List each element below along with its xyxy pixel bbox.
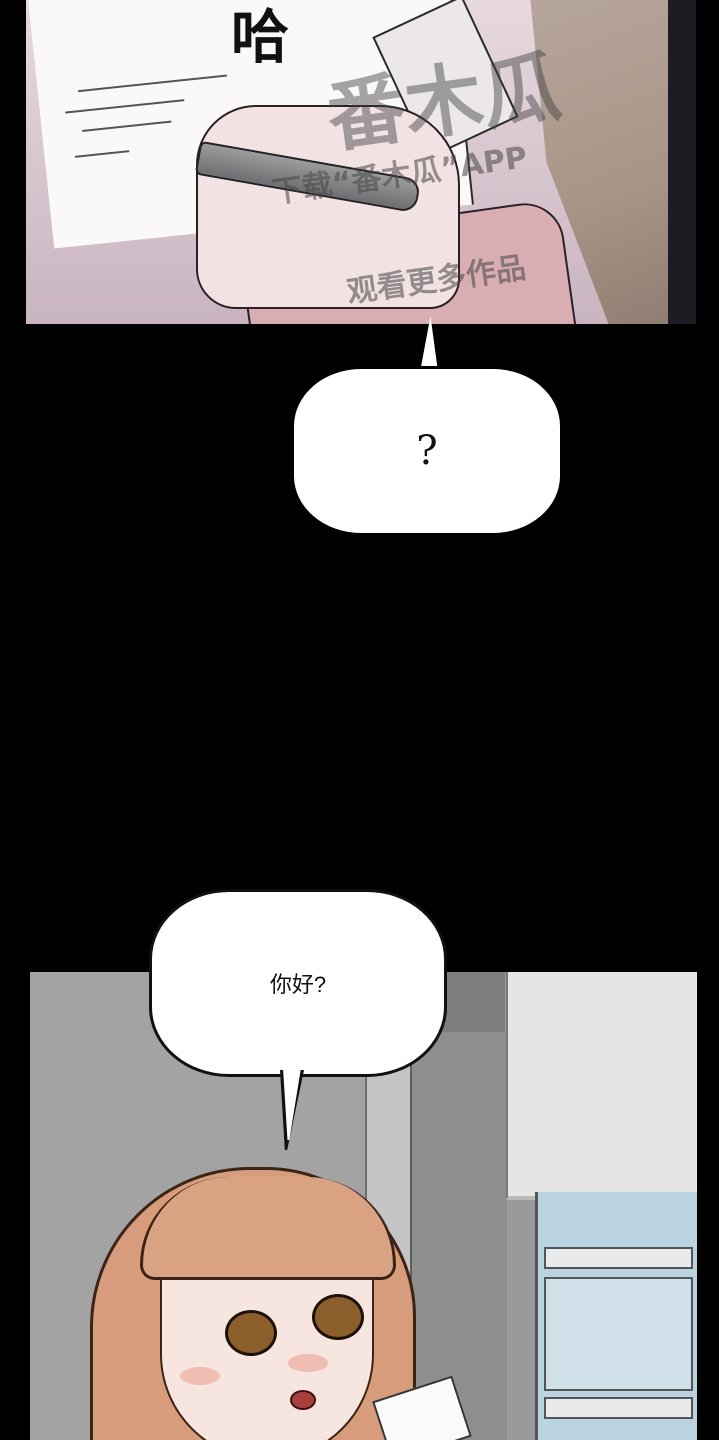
- speech-bubble-question: ?: [291, 366, 563, 536]
- panel-writing-hand: 哈 番木瓜 下载“番木瓜”APP 观看更多作品: [26, 0, 696, 324]
- girl-bangs: [140, 1177, 396, 1280]
- sound-effect-text: 哈: [231, 3, 292, 71]
- right-eye: [312, 1294, 364, 1340]
- speech-bubble-text: 你好?: [269, 972, 327, 997]
- dark-edge: [668, 0, 696, 324]
- mouth: [290, 1390, 316, 1410]
- window: [535, 1192, 697, 1440]
- hand: [196, 105, 460, 309]
- speech-bubble-text: ?: [416, 428, 438, 474]
- right-cheek: [288, 1354, 328, 1372]
- left-eye: [225, 1310, 277, 1356]
- window-blind: [506, 972, 697, 1200]
- speech-bubble-greeting: 你好?: [149, 889, 447, 1077]
- pillar-shadow: [410, 1032, 507, 1440]
- left-cheek: [180, 1367, 220, 1385]
- speech-bubble-tail: [420, 316, 450, 372]
